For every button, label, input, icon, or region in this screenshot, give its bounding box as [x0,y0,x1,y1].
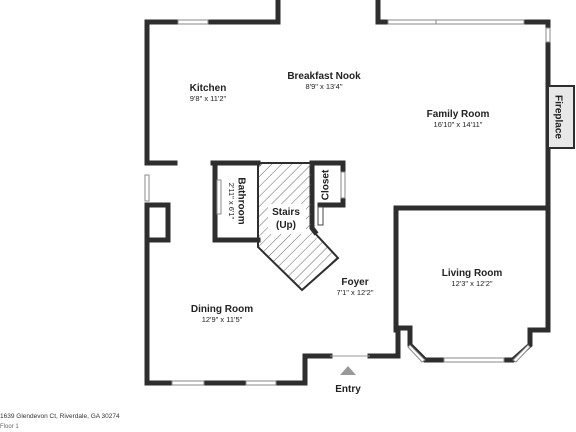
breakfast-nook-dims: 8'9" x 13'4" [306,82,343,91]
entry: Entry [330,355,370,395]
closet-label: Closet [321,169,332,200]
dining-room-dims: 12'9" x 11'5" [202,315,243,324]
stairs-label: Stairs [272,207,300,218]
living-room-label: Living Room [442,268,503,279]
living-room-dims: 12'3" x 12'2" [451,279,492,288]
fireplace-label: Fireplace [552,95,563,139]
breakfast-nook-label: Breakfast Nook [287,71,361,82]
kitchen-label: Kitchen [190,83,227,94]
entry-arrow-icon [340,366,356,375]
bathroom: Bathroom 2'11" x 6'1" [216,177,246,225]
family-room-dims: 16'10" x 14'11" [434,120,483,129]
stairs-note: (Up) [276,220,296,231]
stairs: Stairs (Up) [257,162,340,292]
exterior-walls [144,0,551,386]
windows [144,19,551,386]
family-room-label: Family Room [427,109,490,120]
address-footer: 1639 Glendevon Ct, Riverdale, GA 30274 [0,413,120,420]
floor-note: Floor 1 [0,424,19,430]
entry-label: Entry [335,384,361,395]
dining-room-label: Dining Room [191,304,253,315]
kitchen-dims: 9'8" x 11'2" [190,94,227,103]
room-labels: Kitchen 9'8" x 11'2" Breakfast Nook 8'9"… [190,71,503,324]
foyer-label: Foyer [341,277,368,288]
foyer-dims: 7'1" x 12'2" [337,288,374,297]
closet: Closet [317,169,346,226]
bathroom-label: Bathroom [235,177,246,224]
fireplace: Fireplace [547,85,575,149]
bathroom-dims: 2'11" x 6'1" [227,183,236,220]
